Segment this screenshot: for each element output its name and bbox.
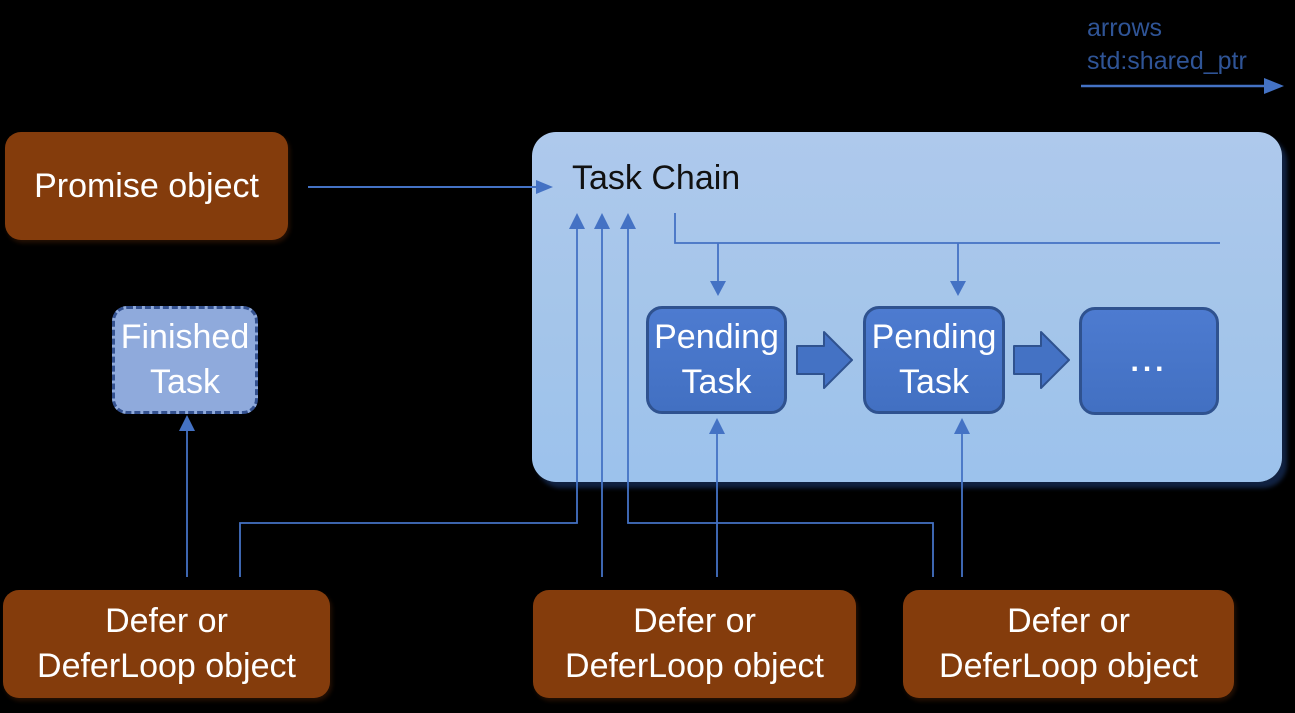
- pending-task-1-node: Pending Task: [646, 306, 787, 414]
- defer-right-label-line1: Defer or: [1007, 602, 1130, 640]
- finished-task-label-line1: Finished: [120, 318, 250, 356]
- defer-object-left-node: Defer or DeferLoop object: [3, 590, 330, 698]
- defer-mid-label-line1: Defer or: [633, 602, 756, 640]
- promise-object-label: Promise object: [34, 166, 259, 205]
- finished-task-node: Finished Task: [112, 306, 258, 414]
- pending-task-2-label-line2: Task: [899, 363, 969, 401]
- ellipsis-label: ...: [1130, 344, 1168, 378]
- legend-line-arrows: arrows: [1087, 14, 1163, 42]
- pending-task-2-node: Pending Task: [863, 306, 1005, 414]
- pending-task-2-label-line1: Pending: [871, 318, 997, 356]
- defer-object-right-node: Defer or DeferLoop object: [903, 590, 1234, 698]
- defer-left-to-chain-line: [239, 229, 578, 577]
- legend-arrowhead: [1264, 78, 1284, 94]
- defer-object-middle-node: Defer or DeferLoop object: [533, 590, 856, 698]
- pending-task-1-label-line2: Task: [681, 363, 752, 401]
- legend-line-shared-ptr: std:shared_ptr: [1087, 47, 1247, 75]
- task-chain-title: Task Chain: [572, 159, 741, 197]
- defer-left-label-line2: DeferLoop object: [37, 647, 296, 685]
- finished-arrowhead: [179, 415, 195, 431]
- legend: arrows std:shared_ptr: [1087, 12, 1247, 78]
- defer-mid-label-line2: DeferLoop object: [565, 647, 824, 685]
- pending-task-1-label-line1: Pending: [654, 318, 779, 356]
- finished-task-label-line2: Task: [150, 363, 220, 401]
- defer-right-label-line2: DeferLoop object: [939, 647, 1198, 685]
- ellipsis-task-node: ...: [1079, 307, 1219, 415]
- promise-object-node: Promise object: [5, 132, 288, 240]
- defer-left-label-line1: Defer or: [105, 602, 228, 640]
